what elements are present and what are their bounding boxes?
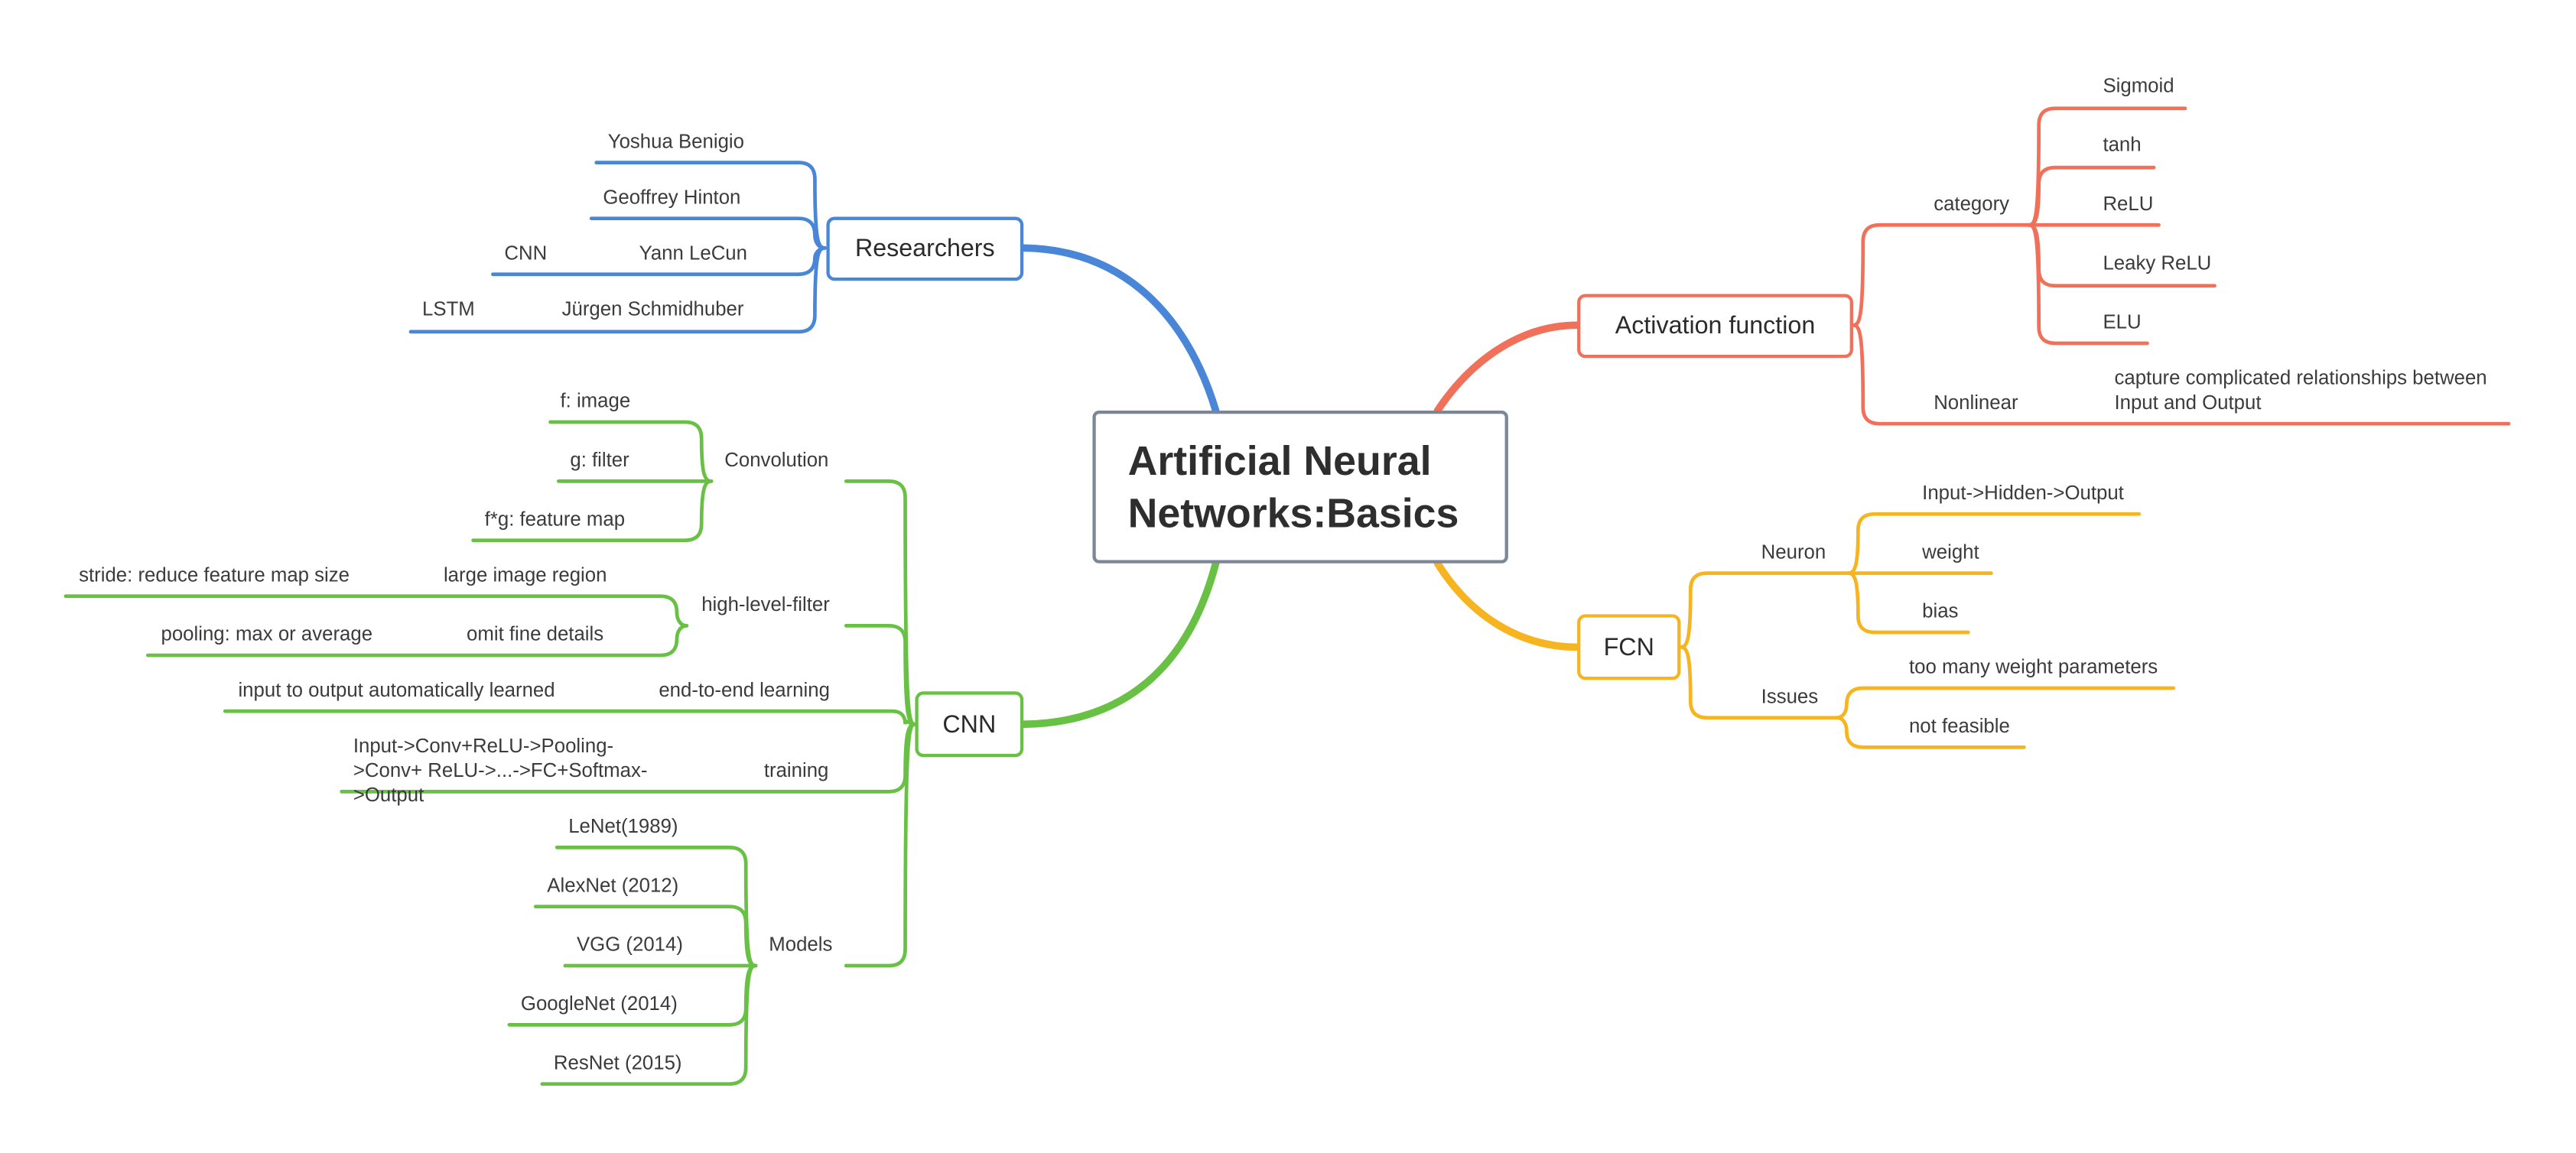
activation-category-item[interactable]: Sigmoid bbox=[2103, 73, 2174, 97]
link-neuron-item bbox=[1846, 571, 1970, 635]
researcher-item[interactable]: Jürgen Schmidhuber bbox=[561, 297, 744, 320]
researcher-item[interactable]: Yoshua Benigio bbox=[607, 129, 744, 153]
cnn-subtopic-end-to-end[interactable]: end-to-end learning bbox=[659, 678, 830, 702]
model-item[interactable]: ResNet (2015) bbox=[553, 1051, 682, 1074]
link-cnn-sub bbox=[844, 722, 917, 968]
topic-researchers[interactable]: Researchers bbox=[826, 216, 1024, 281]
high-level-filter-subitem[interactable]: stride: reduce feature map size bbox=[79, 563, 350, 586]
end-to-end-subitem[interactable]: input to output automatically learned bbox=[238, 678, 555, 702]
link-fcn-sub bbox=[1679, 571, 1850, 649]
central-topic[interactable]: Artificial Neural Networks:Basics bbox=[1092, 411, 1508, 564]
training-subitem[interactable]: Input->Conv+ReLU->Pooling->Conv+ ReLU->.… bbox=[353, 734, 648, 807]
fcn-subtopic-neuron[interactable]: Neuron bbox=[1761, 540, 1826, 564]
trunk-cnn bbox=[1020, 559, 1220, 729]
convolution-item[interactable]: f*g: feature map bbox=[484, 507, 626, 531]
link-model-item bbox=[540, 963, 758, 1086]
link-convolution-item bbox=[471, 479, 714, 543]
topic-cnn-label: CNN bbox=[942, 710, 997, 739]
neuron-item[interactable]: bias bbox=[1922, 599, 1959, 623]
neuron-item[interactable]: Input->Hidden->Output bbox=[1922, 481, 2124, 505]
link-researcher bbox=[589, 216, 827, 250]
link-activation-sub bbox=[1851, 323, 2511, 426]
cnn-subtopic-convolution[interactable]: Convolution bbox=[724, 448, 829, 472]
researcher-subitem[interactable]: CNN bbox=[504, 241, 548, 265]
link-convolution-item bbox=[548, 420, 714, 483]
trunk-fcn bbox=[1433, 559, 1581, 651]
activation-category-item[interactable]: Leaky ReLU bbox=[2103, 251, 2212, 274]
link-issues-item bbox=[1835, 686, 2176, 720]
trunk-activation bbox=[1433, 321, 1581, 414]
model-item[interactable]: LeNet(1989) bbox=[568, 814, 678, 838]
link-issues-item bbox=[1835, 716, 2026, 749]
cnn-subtopic-models[interactable]: Models bbox=[769, 933, 833, 957]
link-category-item bbox=[2027, 222, 2149, 346]
link-category-item bbox=[2027, 165, 2156, 227]
trunk-researchers bbox=[1020, 244, 1220, 414]
convolution-item[interactable]: g: filter bbox=[570, 448, 629, 472]
high-level-filter-item[interactable]: omit fine details bbox=[467, 622, 604, 646]
activation-category-item[interactable]: ELU bbox=[2103, 310, 2142, 334]
topic-fcn[interactable]: FCN bbox=[1577, 614, 1681, 680]
high-level-filter-item[interactable]: large image region bbox=[443, 563, 607, 586]
central-topic-title: Artificial Neural Networks:Basics bbox=[1127, 437, 1459, 537]
topic-activation-label: Activation function bbox=[1615, 312, 1816, 340]
link-cnn-sub bbox=[223, 709, 917, 726]
cnn-subtopic-high-level-filter[interactable]: high-level-filter bbox=[701, 593, 830, 616]
link-model-item bbox=[533, 905, 758, 968]
high-level-filter-subitem[interactable]: pooling: max or average bbox=[161, 622, 373, 646]
activation-subtopic-nonlinear[interactable]: Nonlinear bbox=[1934, 391, 2018, 414]
fcn-subtopic-issues[interactable]: Issues bbox=[1761, 684, 1819, 708]
neuron-item[interactable]: weight bbox=[1922, 540, 1979, 564]
link-neuron-item bbox=[1846, 512, 2142, 576]
topic-activation-function[interactable]: Activation function bbox=[1577, 294, 1853, 359]
topic-cnn[interactable]: CNN bbox=[915, 691, 1024, 758]
issues-item[interactable]: not feasible bbox=[1908, 714, 2010, 738]
activation-category-item[interactable]: tanh bbox=[2103, 132, 2142, 157]
link-activation-sub bbox=[1851, 222, 2031, 327]
convolution-item[interactable]: f: image bbox=[560, 389, 631, 413]
topic-researchers-label: Researchers bbox=[854, 235, 995, 263]
model-item[interactable]: GoogleNet (2014) bbox=[520, 992, 678, 1015]
issues-item[interactable]: too many weight parameters bbox=[1908, 655, 2158, 679]
researcher-item[interactable]: Yann LeCun bbox=[639, 241, 748, 265]
topic-fcn-label: FCN bbox=[1603, 633, 1654, 661]
researcher-subitem[interactable]: LSTM bbox=[422, 297, 475, 320]
model-item[interactable]: AlexNet (2012) bbox=[547, 873, 679, 897]
link-researcher bbox=[408, 245, 827, 334]
activation-category-item[interactable]: ReLU bbox=[2103, 192, 2154, 216]
model-item[interactable]: VGG (2014) bbox=[576, 933, 683, 957]
activation-subtopic-category[interactable]: category bbox=[1934, 192, 2010, 216]
researcher-item[interactable]: Geoffrey Hinton bbox=[603, 185, 741, 209]
link-hlf-item bbox=[145, 624, 689, 658]
cnn-subtopic-training[interactable]: training bbox=[763, 758, 829, 782]
link-hlf-item bbox=[63, 594, 689, 628]
nonlinear-subitem[interactable]: capture complicated relationships betwee… bbox=[2114, 366, 2487, 414]
link-fcn-sub bbox=[1679, 645, 1839, 720]
